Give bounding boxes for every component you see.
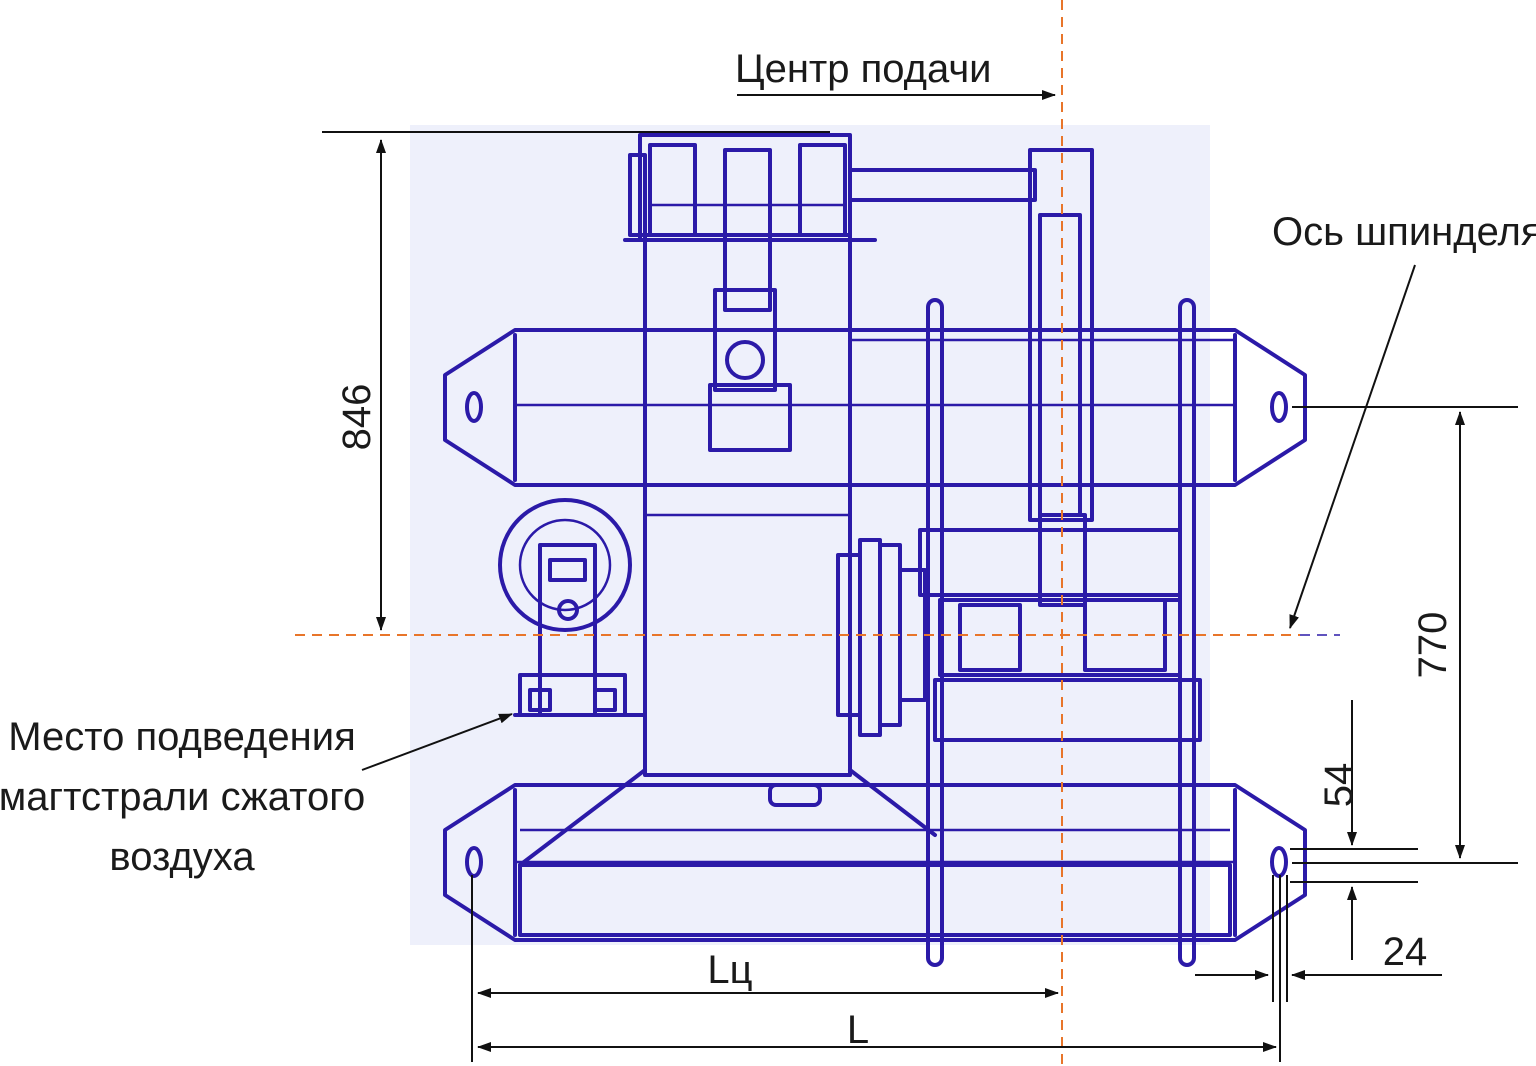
spindle-axis-leader	[1289, 264, 1416, 629]
dimension-24: 24	[1195, 875, 1442, 1002]
spindle-axis-label: Ось шпинделя	[1272, 210, 1536, 254]
air-line-label-2: магтстрали сжатого	[0, 775, 365, 819]
dimension-24-value: 24	[1383, 930, 1428, 974]
air-line-label-1: Место подведения	[8, 715, 355, 759]
dimension-846-value: 846	[335, 384, 379, 451]
dimension-l: L	[477, 875, 1281, 1062]
air-line-label-3: воздуха	[109, 835, 255, 879]
dimension-846: 846	[322, 131, 830, 631]
feed-center-label: Центр подачи	[735, 47, 992, 91]
air-line-leader	[361, 713, 513, 771]
dimension-lc-value: Lц	[707, 948, 752, 992]
machine-outline	[443, 133, 1307, 967]
dimension-770: 770	[1292, 406, 1518, 864]
background-tint	[410, 125, 1210, 945]
dimension-lc: Lц	[471, 875, 1059, 1062]
dimension-l-value: L	[847, 1008, 869, 1052]
dimension-770-value: 770	[1411, 612, 1455, 679]
dimension-54-value: 54	[1317, 763, 1361, 808]
dimension-54: 54	[1290, 700, 1418, 960]
